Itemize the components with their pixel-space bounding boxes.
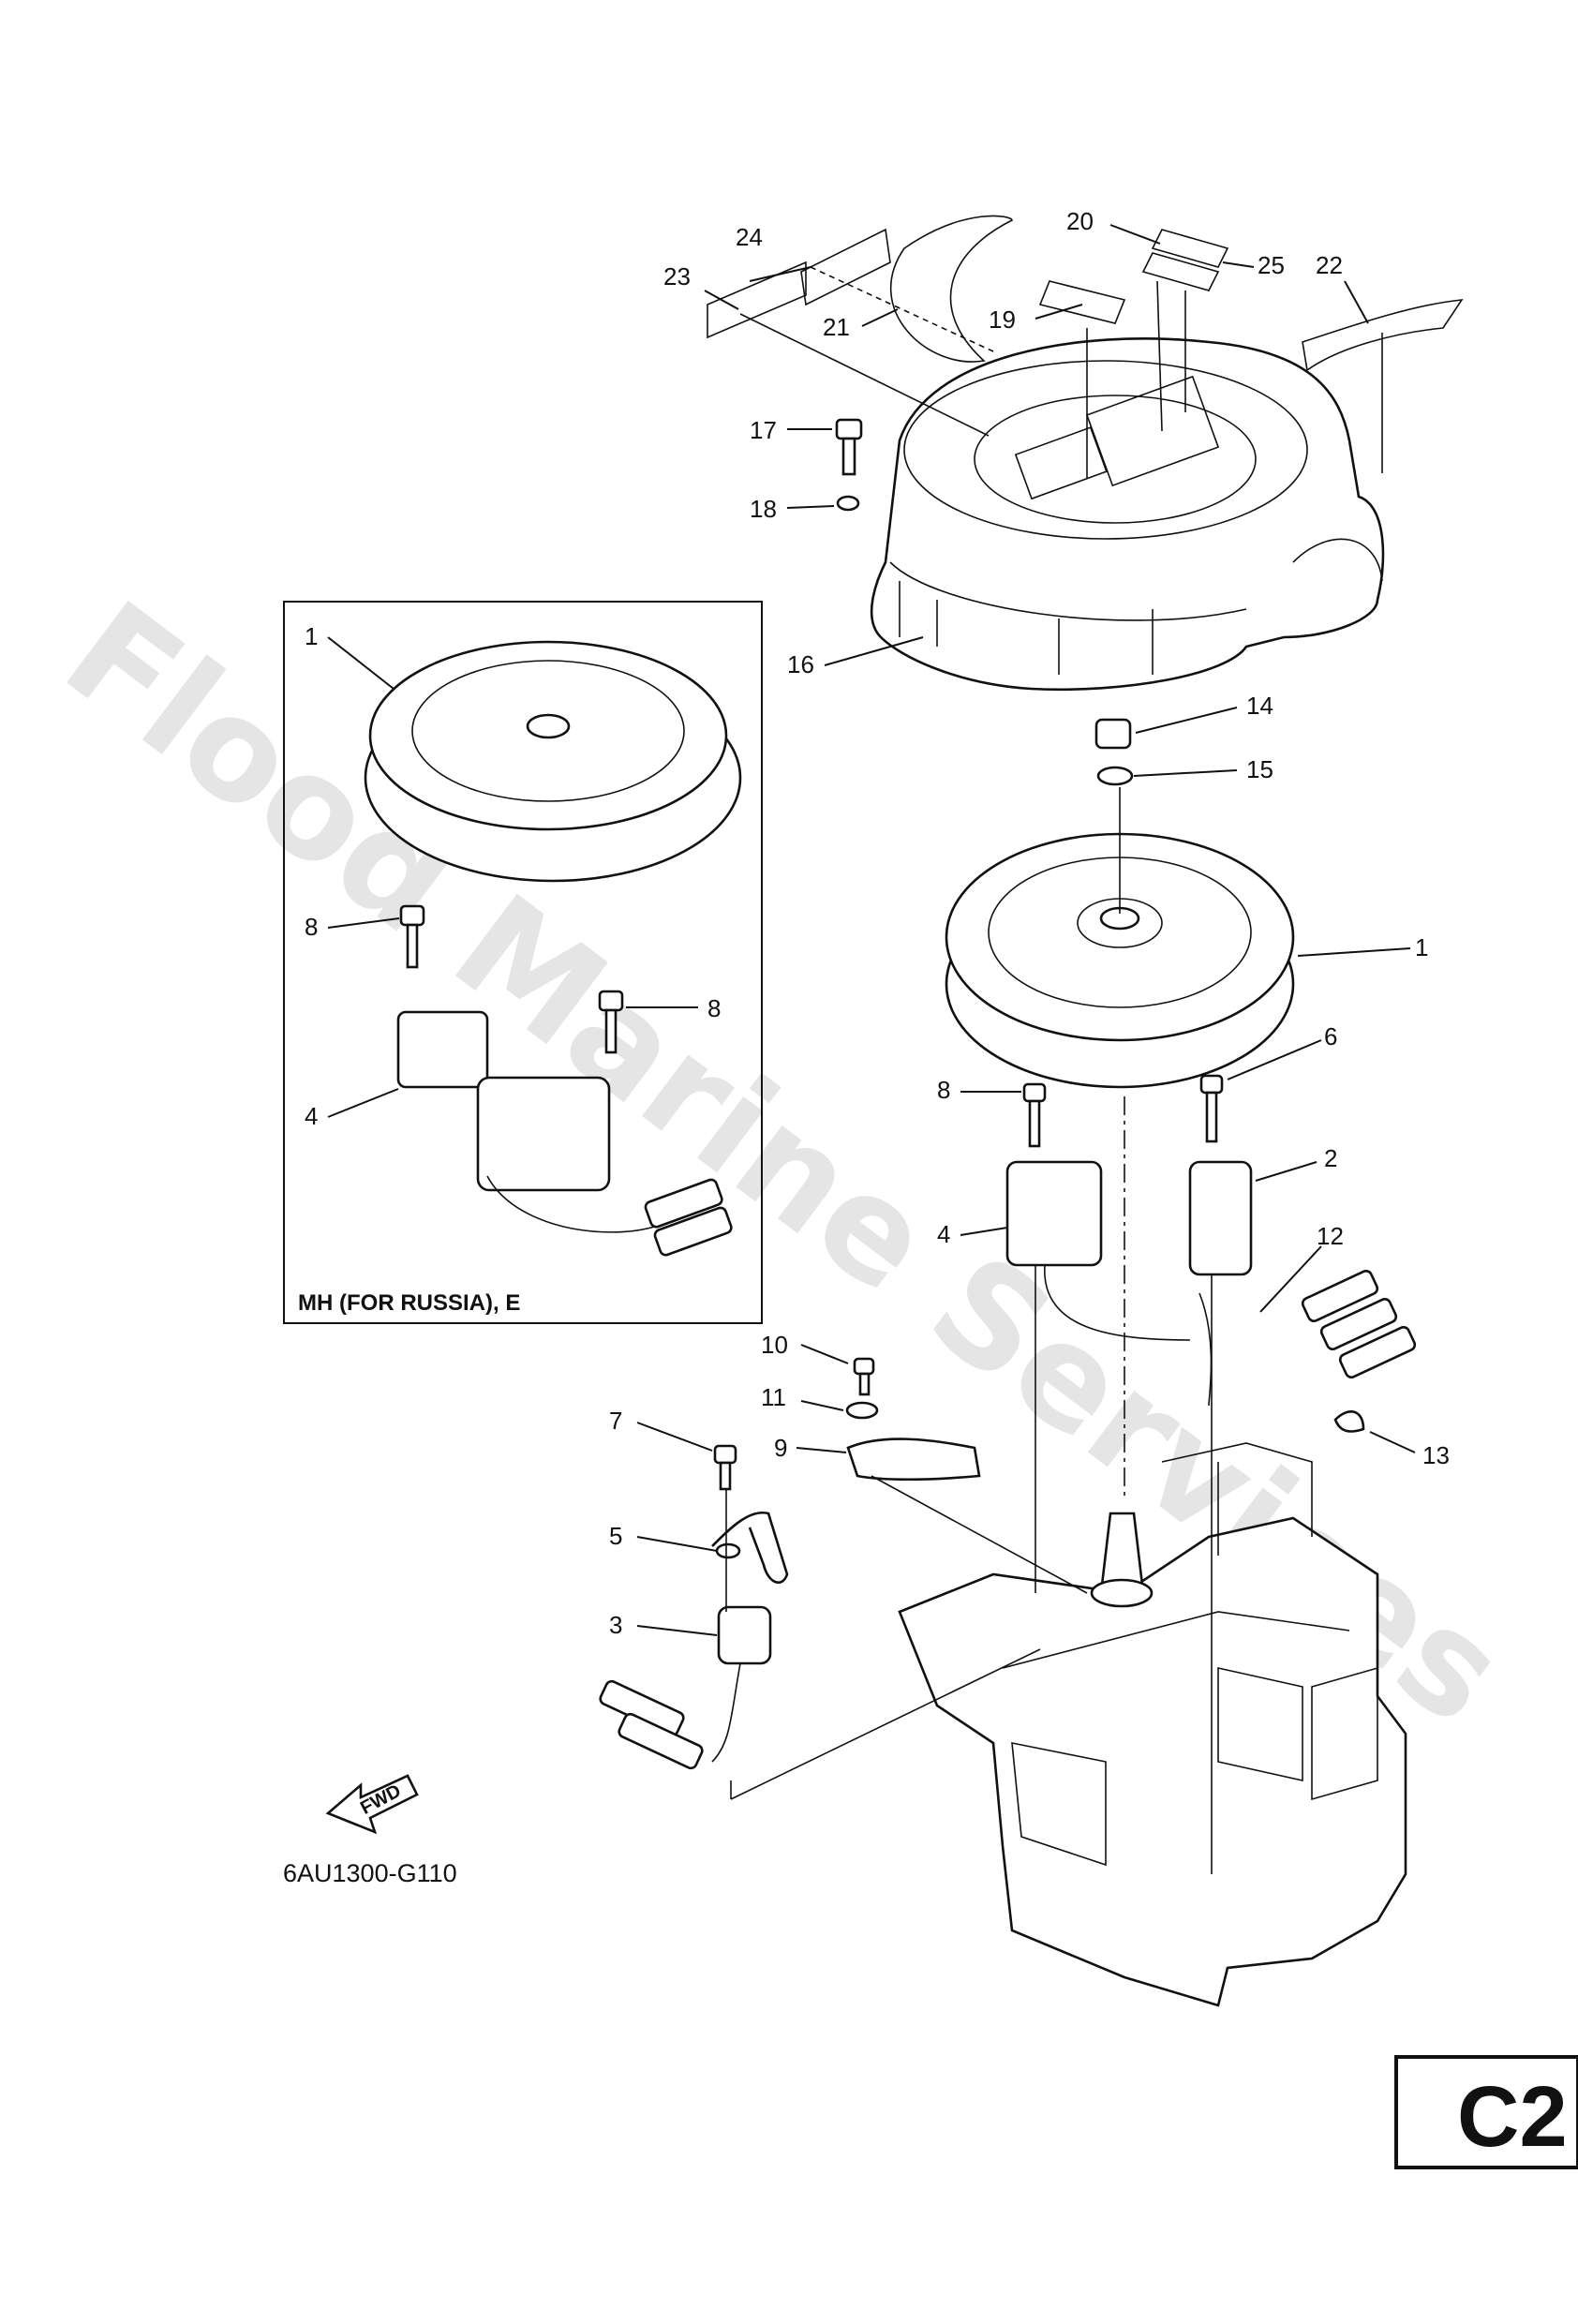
callout-15: 15 (1246, 755, 1273, 783)
callout-10: 10 (761, 1331, 788, 1359)
callout-21: 21 (823, 313, 850, 341)
callout-20: 20 (1066, 207, 1094, 235)
callout-7: 7 (609, 1407, 622, 1435)
callout-11: 11 (761, 1383, 786, 1411)
callout-8-inset-right: 8 (707, 994, 721, 1022)
callout-2: 2 (1324, 1144, 1337, 1172)
inset-box: MH (FOR RUSSIA), E (283, 601, 763, 1324)
page-code: C2 (1457, 2069, 1568, 2165)
callout-5: 5 (609, 1522, 622, 1550)
bolt-17-drawing (835, 418, 863, 512)
callout-1-inset: 1 (305, 622, 318, 650)
flywheel-cover-drawing (870, 337, 1385, 692)
callout-17: 17 (750, 416, 777, 444)
callout-4-main: 4 (937, 1220, 950, 1248)
callout-4-inset: 4 (305, 1102, 318, 1130)
callout-9: 9 (774, 1434, 787, 1462)
callout-labels: 24 23 20 25 22 21 19 17 18 16 14 15 1 6 … (305, 207, 1450, 1639)
nut-washer-drawing (1094, 718, 1134, 786)
callout-19: 19 (989, 305, 1016, 334)
inset-caption: MH (FOR RUSSIA), E (298, 1290, 520, 1316)
callout-18: 18 (750, 495, 777, 523)
callout-14: 14 (1246, 692, 1273, 720)
callout-25: 25 (1258, 251, 1285, 279)
flywheel-main-drawing (945, 832, 1295, 1089)
callout-1-main: 1 (1415, 933, 1428, 961)
callout-6: 6 (1324, 1022, 1337, 1050)
leader-lines (327, 224, 1416, 1636)
page-code-box: C2 (1394, 2055, 1578, 2169)
callout-13: 13 (1422, 1441, 1450, 1469)
clamp-drawing (845, 1357, 1365, 1482)
callout-23: 23 (663, 262, 691, 290)
sensor-bracket-drawing (599, 1444, 789, 1770)
coils-main-drawing (1005, 1074, 1417, 1407)
callout-8-main: 8 (937, 1076, 950, 1104)
guide-lines (725, 266, 1383, 1874)
engine-block-drawing (898, 1442, 1407, 2007)
callout-3: 3 (609, 1611, 622, 1639)
callout-22: 22 (1316, 251, 1343, 279)
callout-12: 12 (1317, 1222, 1344, 1250)
callout-24: 24 (736, 223, 763, 251)
fwd-arrow-icon: FWD (325, 1774, 419, 1835)
callout-16: 16 (787, 650, 814, 678)
callout-8-inset-left: 8 (305, 913, 318, 941)
diagram-code: 6AU1300-G110 (283, 1859, 457, 1887)
